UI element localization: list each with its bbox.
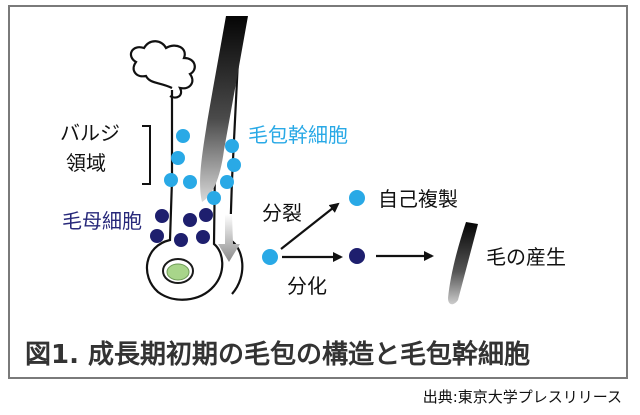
hair-shaft <box>200 16 248 202</box>
hair-production-label: 毛の産生 <box>486 245 566 269</box>
matrix-cell <box>174 233 188 247</box>
source-credit: 出典:東京大学プレスリリース <box>422 388 622 406</box>
bulge-region-label-line1: バルジ <box>60 121 120 145</box>
downward-growth-arrow <box>218 214 240 262</box>
matrix-cell <box>155 209 169 223</box>
stem-cells <box>164 129 241 205</box>
bulge-region-label-line2: 領域 <box>66 151 106 175</box>
self-renewed-stem-cell <box>349 190 365 206</box>
stem-cell <box>227 158 241 172</box>
matrix-cells <box>150 208 213 247</box>
stem-cell <box>171 151 185 165</box>
bulge-bracket <box>142 125 151 185</box>
sebaceous-gland-outline <box>129 40 196 99</box>
figure-frame <box>8 5 628 379</box>
division-label: 分裂 <box>262 201 302 225</box>
self-renewal-label: 自己複製 <box>378 187 458 211</box>
division-arrow <box>280 202 340 250</box>
stem-cell <box>220 175 234 189</box>
stem-cell-label: 毛包幹細胞 <box>248 123 348 147</box>
matrix-cell <box>199 208 213 222</box>
dermal-papilla-core <box>166 263 190 281</box>
differentiated-cell <box>349 248 365 264</box>
produced-hair-icon <box>448 222 478 305</box>
matrix-cell <box>183 213 197 227</box>
stem-cell <box>207 191 221 205</box>
matrix-cell <box>150 229 164 243</box>
stem-cell-origin <box>262 249 278 265</box>
figure-caption: 図1. 成長期初期の毛包の構造と毛包幹細胞 <box>25 340 531 370</box>
matrix-cell <box>196 230 210 244</box>
differentiation-label: 分化 <box>287 274 327 298</box>
hair-follicle-outline <box>145 79 224 301</box>
stem-cell <box>164 173 178 187</box>
matrix-cell-label: 毛母細胞 <box>62 209 142 233</box>
stem-cell <box>183 175 197 189</box>
stem-cell <box>176 129 190 143</box>
stem-cell <box>225 139 239 153</box>
